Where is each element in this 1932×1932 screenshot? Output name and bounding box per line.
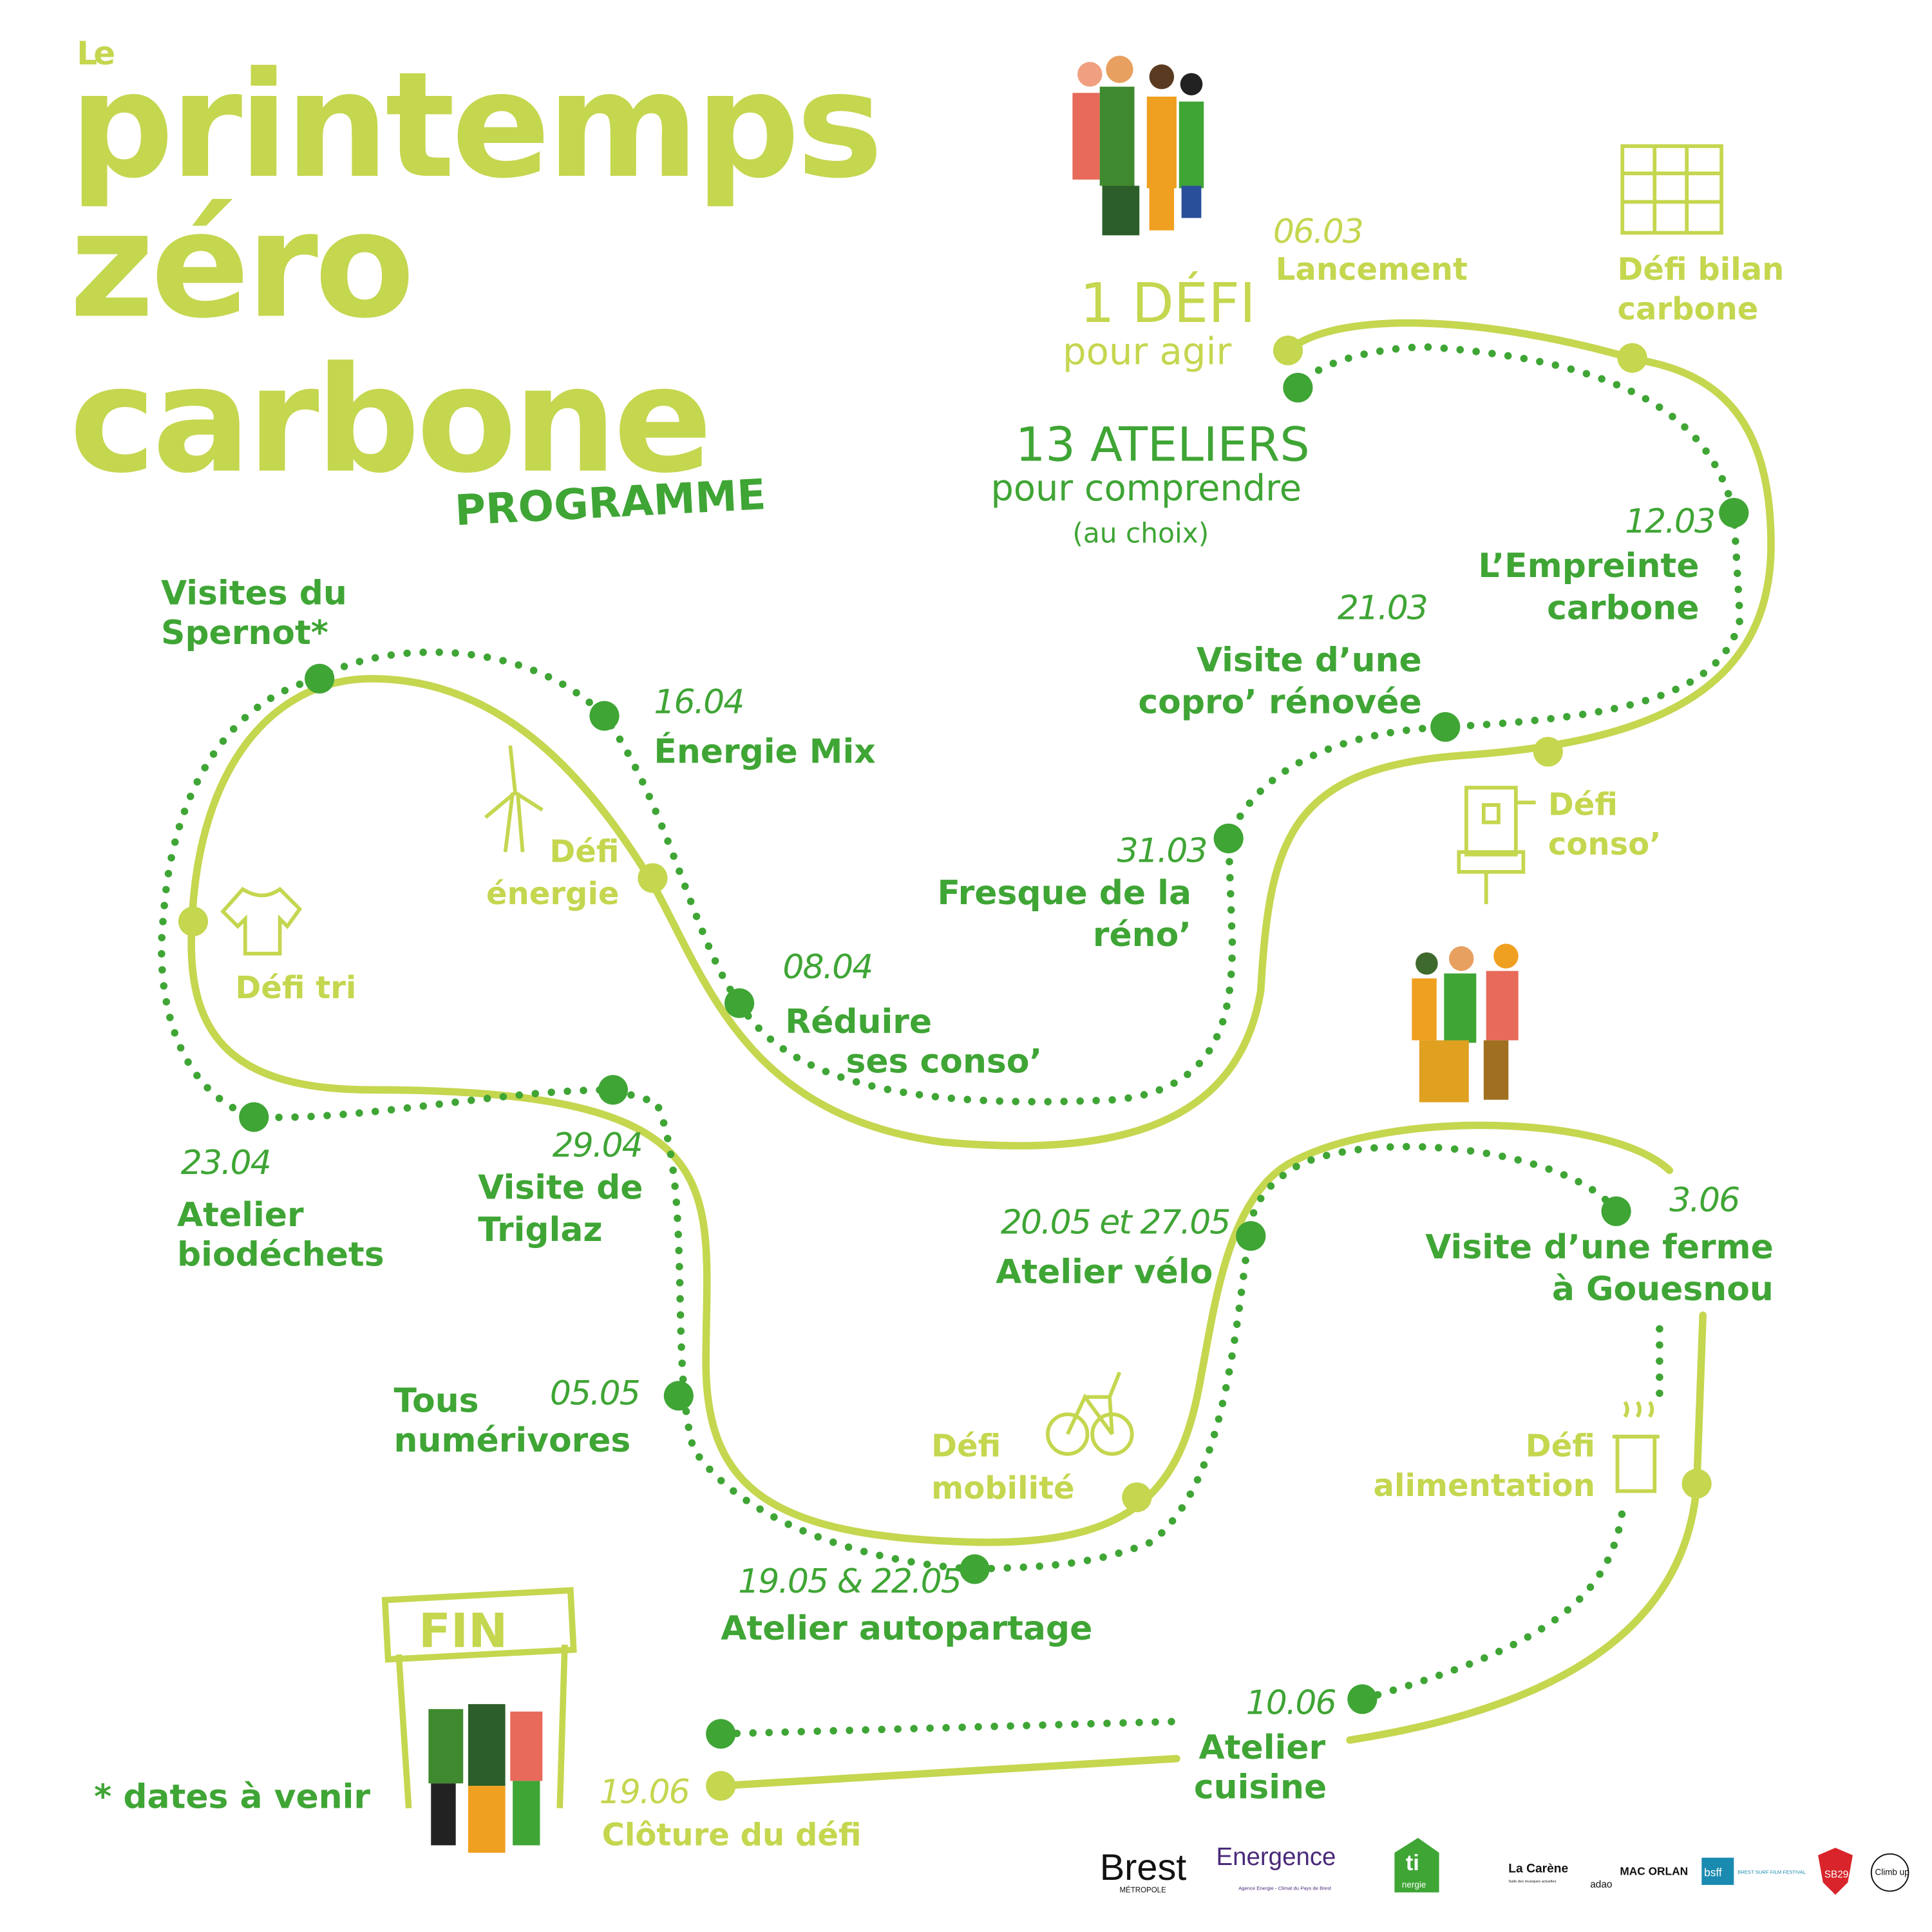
logo-sb29-shield bbox=[1818, 1848, 1853, 1895]
footnote: * dates à venir bbox=[94, 1778, 370, 1817]
event-date: 16.04 bbox=[654, 683, 743, 722]
event-date: 19.06 bbox=[600, 1773, 689, 1812]
title-le: Le bbox=[77, 35, 114, 72]
event-label: Triglaz bbox=[478, 1211, 602, 1249]
partner-logos: Brest MÉTROPOLE Energence Agence Energie… bbox=[1100, 1837, 1909, 1895]
event-label: numérivores bbox=[394, 1421, 631, 1460]
fin-banner-illustration: FIN bbox=[381, 1587, 577, 1853]
logo-sb29: SB29 bbox=[1824, 1869, 1849, 1880]
event-label: biodéchets bbox=[177, 1235, 384, 1274]
event-label: réno’ bbox=[1093, 916, 1191, 954]
event-date: 10.06 bbox=[1246, 1684, 1336, 1723]
event-label: Tous bbox=[394, 1381, 479, 1420]
event-label: Atelier bbox=[1199, 1728, 1326, 1767]
event-label: alimentation bbox=[1374, 1468, 1595, 1504]
bicycle-icon bbox=[1046, 1371, 1134, 1456]
logo-la-carene: La Carène bbox=[1508, 1862, 1568, 1876]
event-label: carbone bbox=[1547, 589, 1699, 628]
logo-energence: Energence bbox=[1216, 1843, 1336, 1871]
event-date: 12.03 bbox=[1625, 502, 1714, 541]
logo-adao: adao bbox=[1590, 1879, 1612, 1890]
ateliers-count: 13 ATELIERS bbox=[1016, 417, 1310, 472]
event-label: cuisine bbox=[1194, 1768, 1327, 1806]
atelier-path bbox=[158, 343, 1744, 1738]
logo-tinergie: ti bbox=[1406, 1851, 1419, 1875]
title-printemps: printemps bbox=[70, 40, 880, 211]
event-date: 08.04 bbox=[782, 948, 872, 987]
event-date: 29.04 bbox=[553, 1126, 642, 1165]
logo-bsff: bsff bbox=[1704, 1866, 1722, 1879]
event-date: 19.05 & 22.05 bbox=[738, 1562, 961, 1601]
event-label: Atelier vélo bbox=[996, 1253, 1213, 1291]
event-label: Visites du bbox=[161, 574, 347, 612]
fin-banner-text: FIN bbox=[419, 1604, 507, 1659]
event-label: Fresque de la bbox=[938, 874, 1191, 913]
walking-people-illustration bbox=[1412, 943, 1519, 1103]
event-label: ses conso’ bbox=[846, 1042, 1042, 1081]
event-label: Énergie Mix bbox=[654, 732, 875, 772]
green-dots bbox=[239, 372, 1749, 1749]
event-label: Défi bilan bbox=[1618, 252, 1785, 288]
event-date: 21.03 bbox=[1338, 589, 1427, 628]
event-label: Défi tri bbox=[235, 970, 356, 1006]
event-date: 05.05 bbox=[550, 1374, 639, 1413]
logo-climb-up-circle bbox=[1870, 1853, 1909, 1892]
title-carbone: carbone bbox=[70, 335, 709, 506]
event-label: Visite d’une bbox=[1197, 641, 1422, 679]
ateliers-note: (au choix) bbox=[1072, 517, 1209, 549]
building-icon bbox=[1620, 144, 1723, 235]
logo-tinergie-sub: nergie bbox=[1402, 1880, 1426, 1889]
logo-mac-orlan: MAC ORLAN bbox=[1620, 1865, 1688, 1878]
event-label: Spernot* bbox=[161, 614, 328, 652]
event-label: Lancement bbox=[1276, 252, 1468, 288]
event-date: 3.06 bbox=[1669, 1181, 1739, 1220]
event-date: 20.05 et 27.05 bbox=[1001, 1203, 1230, 1242]
event-date: 23.04 bbox=[181, 1144, 270, 1182]
event-label: Visite d’une ferme bbox=[1425, 1228, 1774, 1267]
logo-brest-sub: MÉTROPOLE bbox=[1119, 1886, 1166, 1894]
event-label: Défi bbox=[549, 833, 619, 869]
event-label: L’Empreinte bbox=[1478, 547, 1699, 585]
wind-turbine-icon bbox=[484, 745, 544, 853]
logo-brest: Brest bbox=[1100, 1847, 1187, 1888]
event-label: Défi bbox=[1548, 786, 1618, 822]
event-label: Visite de bbox=[478, 1169, 643, 1208]
event-label: Réduire bbox=[785, 1003, 932, 1041]
event-label: Défi bbox=[1526, 1428, 1595, 1464]
defi-count: 1 DÉFI bbox=[1080, 270, 1256, 335]
logo-bsff-sub: BREST SURF FILM FESTIVAL bbox=[1738, 1870, 1806, 1875]
event-label: copro’ rénovée bbox=[1138, 683, 1421, 722]
event-label: Atelier autopartage bbox=[721, 1609, 1092, 1648]
event-label: Atelier bbox=[177, 1196, 304, 1235]
logo-la-carene-sub: Salle des musiques actuelles bbox=[1508, 1880, 1556, 1884]
event-label: carbone bbox=[1618, 291, 1759, 327]
event-date: 06.03 bbox=[1273, 213, 1363, 251]
logo-climb-up: Climb up bbox=[1875, 1868, 1909, 1877]
tshirt-icon bbox=[220, 887, 303, 956]
logo-energence-sub: Agence Energie - Climat du Pays de Brest bbox=[1238, 1886, 1332, 1891]
logo-tinergie-shape bbox=[1394, 1837, 1439, 1893]
lime-dots bbox=[178, 336, 1712, 1801]
logo-bsff-box bbox=[1701, 1857, 1734, 1885]
title-zero: zéro bbox=[70, 180, 412, 350]
event-label: Défi bbox=[931, 1428, 1001, 1464]
event-label: énergie bbox=[486, 876, 620, 912]
event-label: mobilité bbox=[931, 1470, 1075, 1506]
event-label: Clôture du défi bbox=[602, 1817, 862, 1853]
ateliers-sub: pour comprendre bbox=[990, 468, 1302, 509]
event-label: conso’ bbox=[1548, 826, 1662, 862]
event-label: à Gouesnou bbox=[1552, 1270, 1774, 1309]
meter-icon bbox=[1457, 786, 1536, 904]
people-group-illustration bbox=[1072, 55, 1204, 236]
defi-sub: pour agir bbox=[1063, 329, 1232, 373]
cooking-pot-icon bbox=[1612, 1401, 1660, 1493]
event-date: 31.03 bbox=[1117, 831, 1207, 870]
